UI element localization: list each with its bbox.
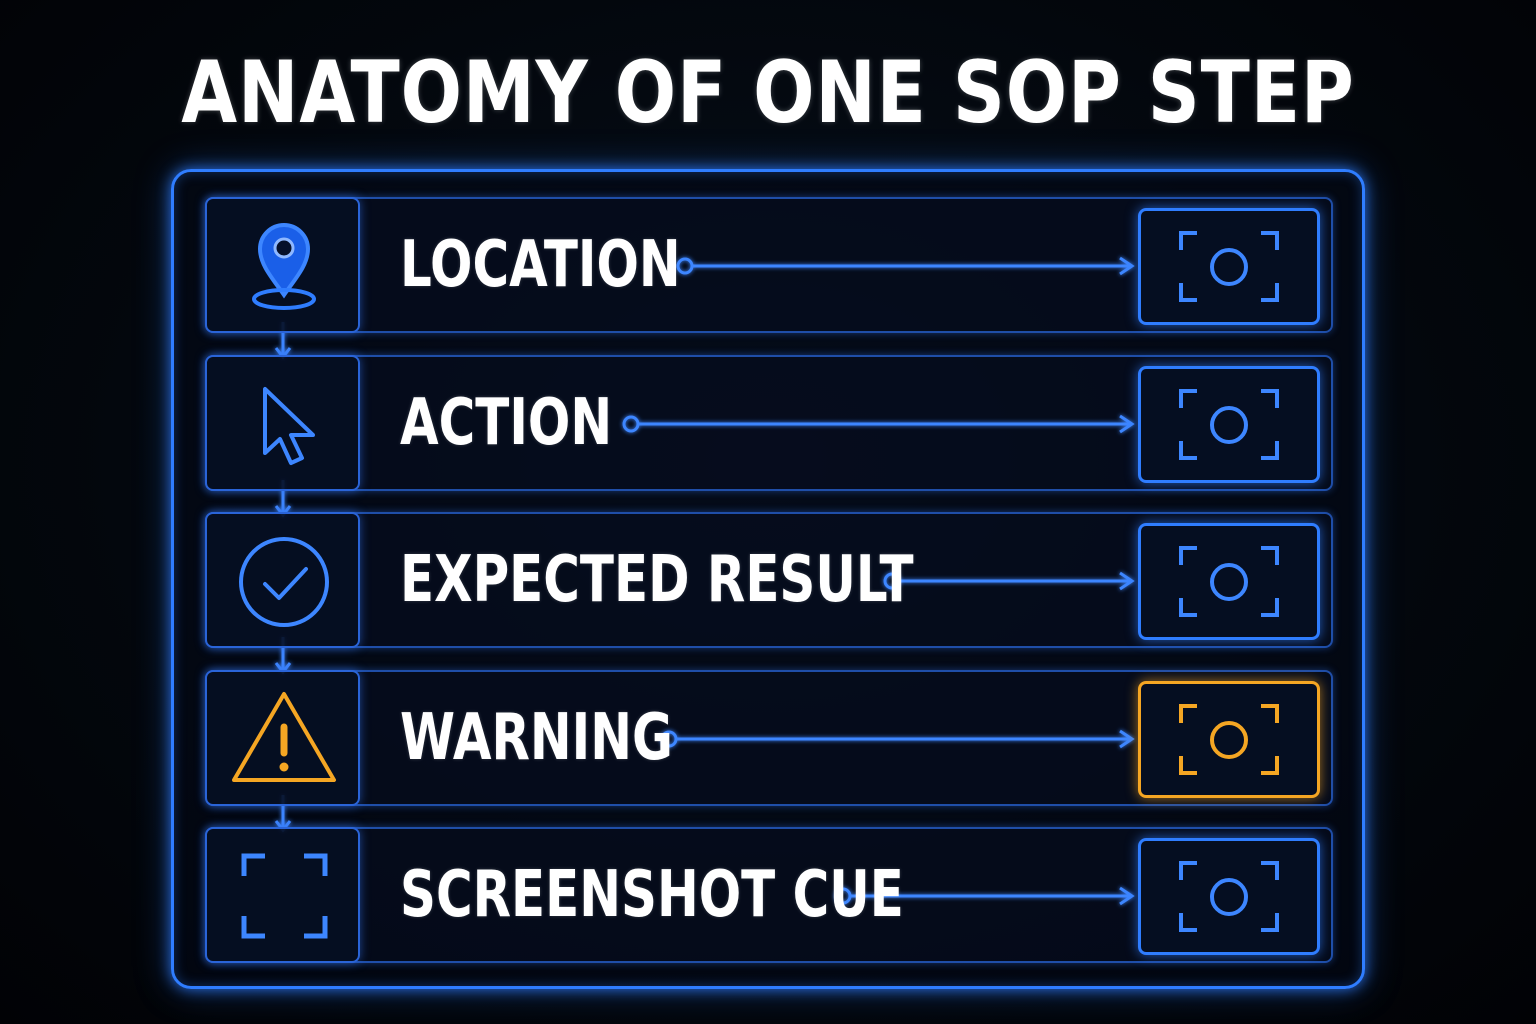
viewfinder-icon	[241, 853, 328, 939]
label-expected-result: EXPECTED RESULT	[400, 543, 914, 617]
camera-viewfinder-icon	[1179, 389, 1279, 460]
screenshot-cue-icon-box	[205, 827, 360, 963]
expected-result-icon-box	[205, 512, 360, 648]
screenshot-frame-screenshot-cue	[1138, 838, 1320, 955]
warning-triangle-icon	[232, 692, 336, 782]
camera-viewfinder-icon	[1179, 546, 1279, 617]
label-warning: WARNING	[400, 701, 673, 775]
action-icon-box	[205, 355, 360, 491]
camera-viewfinder-icon	[1179, 231, 1279, 302]
camera-viewfinder-icon	[1179, 861, 1279, 932]
screenshot-frame-action	[1138, 366, 1320, 483]
screenshot-frame-warning	[1138, 681, 1320, 798]
cursor-arrow-icon	[263, 387, 315, 465]
screenshot-frame-expected-result	[1138, 523, 1320, 640]
screenshot-frame-location	[1138, 208, 1320, 325]
label-action: ACTION	[400, 386, 613, 460]
location-pin-icon	[252, 223, 316, 310]
location-icon-box	[205, 197, 360, 333]
label-screenshot-cue: SCREENSHOT CUE	[400, 858, 904, 932]
page-title: ANATOMY OF ONE SOP STEP	[181, 43, 1355, 143]
label-location: LOCATION	[400, 228, 681, 302]
camera-viewfinder-icon	[1179, 704, 1279, 775]
warning-icon-box	[205, 670, 360, 806]
check-circle-icon	[239, 537, 329, 627]
